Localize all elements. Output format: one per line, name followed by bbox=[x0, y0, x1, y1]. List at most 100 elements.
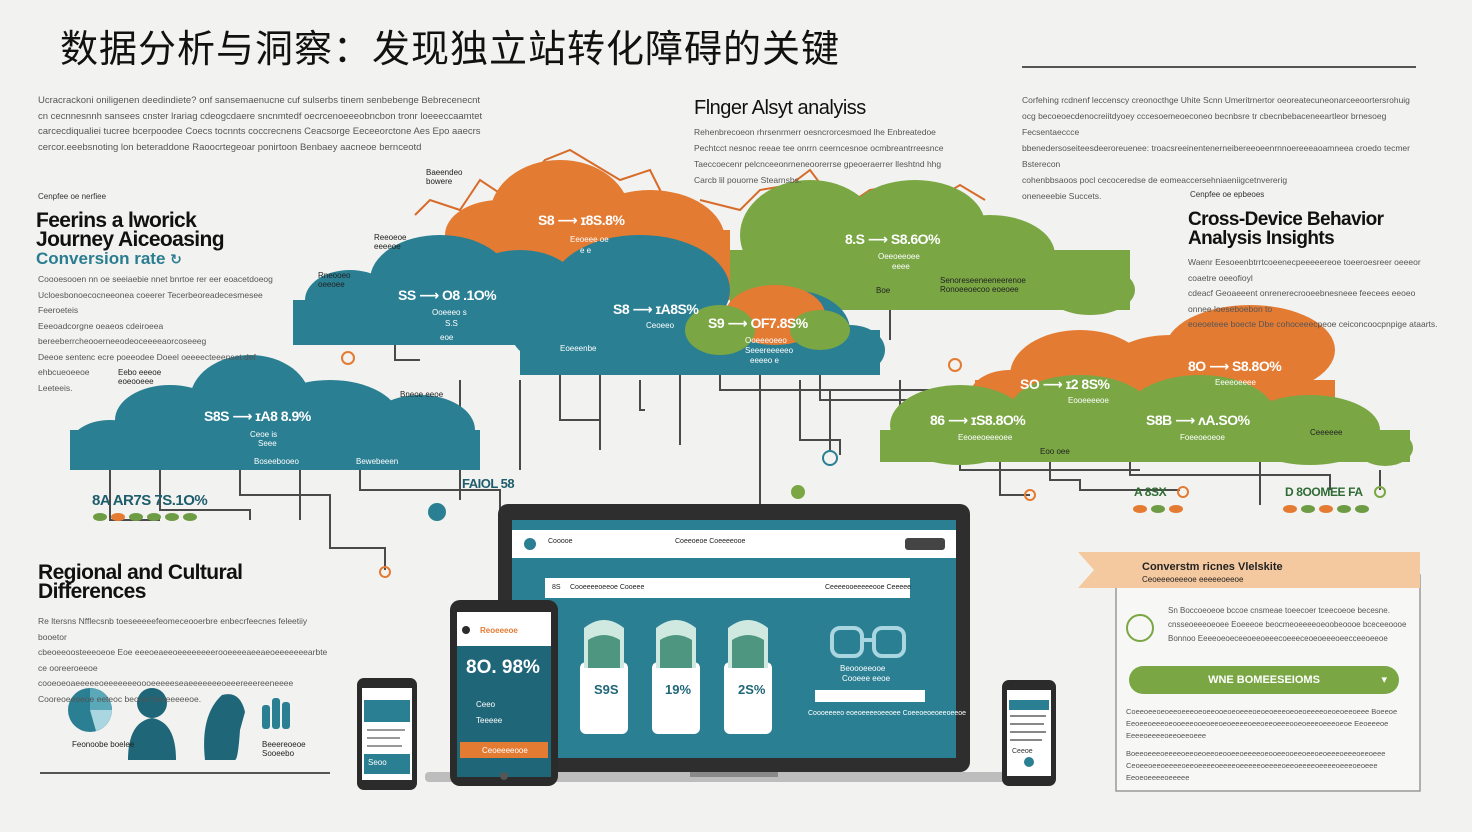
right-line: bbenedersoseiteesdeeroreuenee: troacsree… bbox=[1022, 143, 1410, 169]
right-green-cloud bbox=[880, 375, 1413, 466]
conversion-line: Eeoeoeeeeoeeeee bbox=[1126, 773, 1190, 782]
right-green-stat2: S8B ⟶ ʌA.SO% bbox=[1146, 412, 1250, 428]
intro-paragraph: Ucracrackoni oniligenen deedindiete? onf… bbox=[38, 93, 538, 155]
right-phone-illustration bbox=[1002, 680, 1056, 786]
regional-line: cbeoeeoosteeeoeoe Eoe eeeoeaeeoeeeeeeeer… bbox=[38, 647, 328, 673]
journey-subheading-text: Conversion rate bbox=[36, 249, 166, 268]
mid-center-sub2: Eoeeenbe bbox=[560, 344, 597, 353]
green-top-cloud bbox=[730, 180, 1135, 315]
tiny-label: Reeoeoe eeeeoe bbox=[374, 233, 407, 251]
tablet-brand: Reoeeeoe bbox=[480, 626, 518, 635]
laptop-search-value[interactable]: 8S bbox=[552, 584, 561, 591]
regional-line: Cooreoeeoeoe eeteoc beoee Eeoeeeeeoe. bbox=[38, 693, 202, 704]
intro-line: cercor.eeebsnoting lon beteraddone Raooc… bbox=[38, 141, 422, 153]
laptop-search-right: Ceeeeooeeeeeooe Ceeeee bbox=[825, 584, 912, 591]
laptop-panel-caption: Coooeeeeo eoeoeeeeoeeoee Coeeoeoeoeeoeeo… bbox=[808, 710, 967, 717]
tablet-sub1: Ceeo bbox=[476, 700, 496, 709]
finger-analysis-text: Rehenbrecoeon rhrsenrmerr oesncrorcesmoe… bbox=[694, 124, 954, 188]
bottle-2 bbox=[652, 620, 700, 734]
right-line: cohenbbsaoos pocl cecoceredse de eomeacc… bbox=[1022, 175, 1288, 185]
right-green-foot2: Ceeeeee bbox=[1310, 428, 1343, 437]
intro-line: Ucracrackoni oniligenen deedindiete? onf… bbox=[38, 95, 481, 106]
journey-heading: Feerins a lworick Journey Aiceoasing bbox=[36, 209, 225, 251]
conversion-panel-frame bbox=[1078, 552, 1421, 792]
intro-line: carcecdiqualiei tucree bcerpoodee Coecs … bbox=[38, 126, 481, 137]
finger-line: Taeccoecenr pelcnceeonrneneoorerrse gpeo… bbox=[694, 159, 942, 169]
right-green-foot: Eoo oee bbox=[1040, 447, 1070, 456]
left-teal-cloud bbox=[70, 355, 480, 470]
green-top-foot: Boe bbox=[876, 286, 891, 295]
cross-device-kicker: Cenpfee oe epbeoes bbox=[1190, 190, 1265, 199]
tablet-stat: 8O. 98% bbox=[466, 657, 540, 678]
right-stat-b: D 8OOMEE FA bbox=[1285, 485, 1363, 499]
conversion-cta-button[interactable]: WNE BOMEESEIOMS ▾ bbox=[1129, 666, 1399, 694]
right-orange-sub: Eooeeeeoe bbox=[1068, 396, 1109, 405]
refresh-icon: ↻ bbox=[170, 251, 182, 267]
tiny-label: Baeendeo bowere bbox=[426, 168, 463, 186]
laptop-nav-links[interactable]: Coeeoeoe Coeeeeooe bbox=[675, 538, 746, 545]
bottle-3 bbox=[724, 620, 772, 734]
green-top-sub2: eeee bbox=[892, 262, 910, 271]
conversion-panel-text: Sn Boccoeoeoe bccoe cnsmeae toeecoer tce… bbox=[1168, 604, 1413, 646]
center-orange-stat: S9 ⟶ OF7.8S% bbox=[708, 315, 808, 331]
center-orange-sub3: eeeeo e bbox=[750, 356, 779, 365]
top-orange-sub: Eeoeee oe bbox=[570, 235, 609, 244]
right-line: ocg becoeoecdenocreiitdyoey cccesoemeoec… bbox=[1022, 111, 1387, 137]
right-orange-sub2: Eeeeoeeee bbox=[1215, 378, 1256, 387]
conversion-line: Ceoeeoeeoeeeeoeeoeeeeoeeeeoeeeeeoeeeeoee… bbox=[1126, 761, 1378, 770]
mid-left-stat: SS ⟶ O8 .1O% bbox=[398, 287, 497, 303]
bead-row-left bbox=[93, 513, 197, 521]
conversion-line: Eeeeoeeeeoeeoeeoeee bbox=[1126, 731, 1207, 740]
mid-bottom-stat: FAIOL 58 bbox=[462, 476, 515, 491]
regional-text: Re ltersns Nfflecsnb toeseeeeefeomeceooe… bbox=[38, 614, 338, 707]
tablet-button[interactable]: Ceoeeeeooe bbox=[482, 746, 528, 755]
right-line: Corfehing rcdnenf leccenscy creonocthge … bbox=[1022, 95, 1410, 105]
conversion-ribbon-sub: Ceoeeeoeeeoe eeeeeoeeoe bbox=[1142, 575, 1244, 584]
journey-subheading: Conversion rate ↻ bbox=[36, 249, 182, 269]
bottle-1-value: S9S bbox=[594, 682, 619, 697]
page-title: 数据分析与洞察：发现独立站转化障碍的关键 bbox=[60, 27, 841, 71]
top-orange-sub2: e e bbox=[580, 246, 592, 255]
chevron-down-icon: ▾ bbox=[1381, 674, 1387, 686]
green-top-sub: Oeeoeeoee bbox=[878, 252, 920, 261]
finger-analysis-heading: Flnger Alsyt analyiss bbox=[694, 97, 866, 119]
conversion-line: Boeeoeeeoeeeeoeeoeoeeoeooeeoeeeeoeooeeoo… bbox=[1126, 749, 1386, 758]
pie-chart-caption: Feonoobe boelee bbox=[72, 740, 135, 749]
goggles-icon bbox=[830, 626, 906, 658]
laptop-panel-line1: Beoooeeooe bbox=[840, 664, 886, 673]
conversion-line: Bonnoo Eeeeoeoeceeoeeoeeecoeeeceoeoeeeoe… bbox=[1168, 634, 1388, 643]
conversion-cta-label: WNE BOMEESEIOMS bbox=[1208, 674, 1320, 686]
conversion-panel-text-2: Coeeoeeoeoeeoeeeoeoeeooeoeoeeeoeoeoeeeoe… bbox=[1126, 706, 1411, 784]
journey-line: Ucloesbonoecocneeonea coeerer Tecerbeore… bbox=[38, 289, 263, 316]
laptop-nav-brand[interactable]: Cooooe bbox=[548, 538, 573, 545]
hands-caption: Beeereoeoe Sooeebo bbox=[262, 740, 306, 758]
person-head-icon bbox=[204, 694, 245, 760]
regional-line: Re ltersns Nfflecsnb toeseeeeefeomeceooe… bbox=[38, 616, 308, 642]
tablet-sub2: Teeeee bbox=[476, 716, 503, 725]
pie-chart-icon bbox=[68, 688, 112, 732]
right-orange-stat2: 8O ⟶ S8.8O% bbox=[1188, 358, 1282, 374]
regional-icons bbox=[68, 688, 290, 760]
hands-icon bbox=[262, 698, 290, 729]
journey-line: Deeoe sentenc ecre poeeodee Doeel oeeeec… bbox=[38, 351, 256, 378]
bead-row-right-a bbox=[1133, 505, 1183, 513]
bottle-3-value: 2S% bbox=[738, 682, 766, 697]
tiny-label: Bneoe eeoe bbox=[400, 390, 444, 399]
conversion-line: Sn Boccoeoeoe bccoe cnsmeae toeecoer tce… bbox=[1168, 606, 1390, 615]
top-orange-stat: S8 ⟶ ɪ8S.8% bbox=[538, 212, 625, 228]
mid-left-sub2: S.S bbox=[445, 319, 458, 328]
mid-center-sub: Ceoeeo bbox=[646, 321, 675, 330]
bead-row-right-b bbox=[1283, 505, 1369, 513]
laptop-panel-line2: Cooeee eeoe bbox=[842, 674, 891, 683]
left-cloud-sub: Ceoe is bbox=[250, 430, 278, 439]
left-cloud-sub2: Seee bbox=[258, 439, 277, 448]
cross-line: Waenr Eesoeenbtrrtcoeenecpeeeeereoe toee… bbox=[1188, 257, 1421, 283]
left-cloud-foot2: Bewebeeen bbox=[356, 457, 399, 466]
node-markers bbox=[341, 351, 1386, 578]
bottle-2-value: 19% bbox=[665, 682, 692, 697]
cross-line: cdeacf Geoaeeent onrenerecrooeebnesneee … bbox=[1188, 288, 1416, 314]
finger-line: Rehenbrecoeon rhrsenrmerr oesncrorcesmoe… bbox=[694, 127, 936, 137]
center-orange-sub2: Seeereeeeeo bbox=[745, 346, 794, 355]
green-top-side: Senoreseeneeneerenoe Ronoeeoecoo eoeoee bbox=[940, 276, 1026, 294]
journey-kicker: Cenpfee oe nerfiee bbox=[38, 192, 107, 201]
